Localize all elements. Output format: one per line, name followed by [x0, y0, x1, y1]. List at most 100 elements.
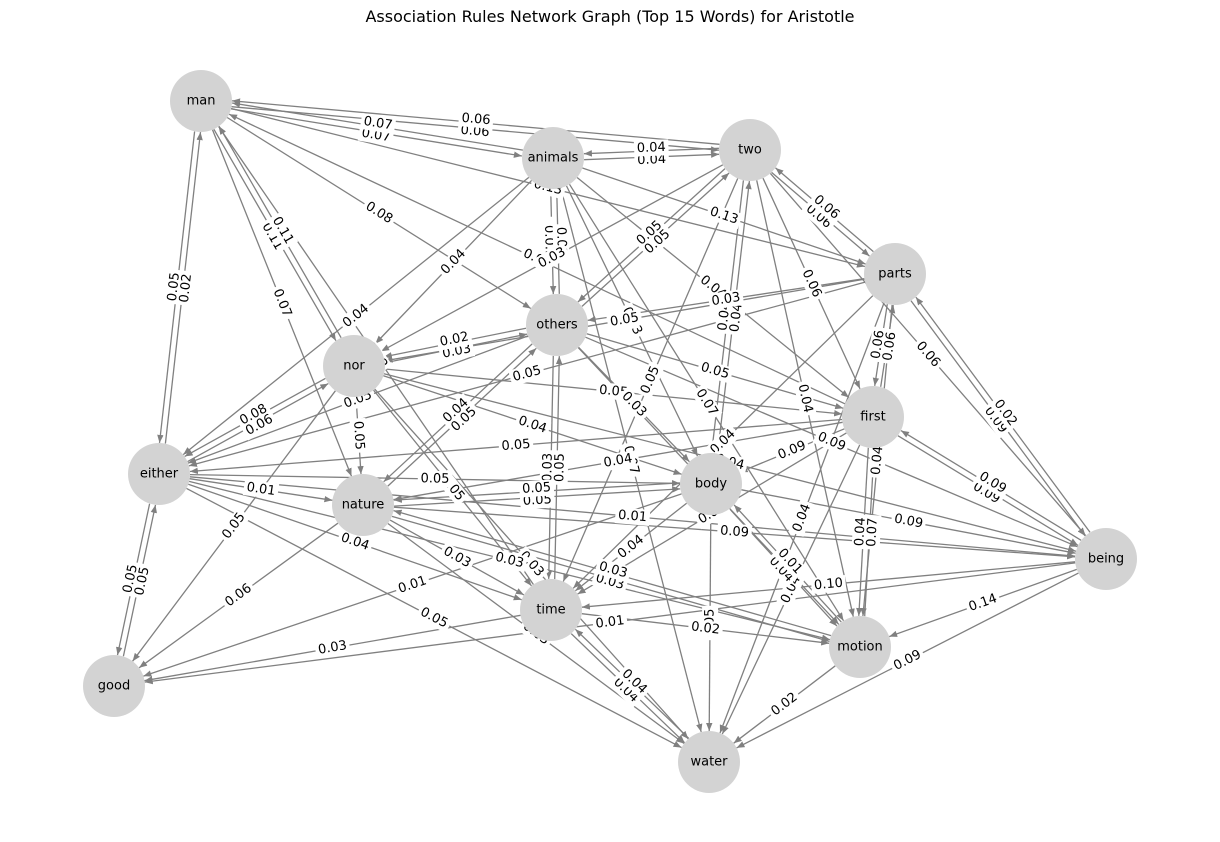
edge-label-background	[415, 602, 453, 634]
edge-label-background	[867, 442, 888, 479]
edge-label-background	[888, 645, 927, 676]
chart-title: Association Rules Network Graph (Top 15 …	[365, 7, 855, 26]
edge-label-background	[591, 612, 629, 633]
edge-label-time-good: 0.03	[314, 637, 351, 659]
node-circle	[520, 579, 582, 641]
edge-label-text: 0.05	[552, 453, 568, 482]
edge-label-background	[606, 309, 643, 331]
edge-label-parts-motion: 0.04	[867, 442, 888, 479]
node-body: body	[680, 453, 742, 515]
edge-label-text: 0.01	[246, 480, 277, 499]
edge-label-text: 0.03	[711, 290, 742, 309]
node-circle	[842, 386, 904, 448]
node-label: two	[738, 143, 762, 158]
node-circle	[719, 119, 781, 181]
node-circle	[323, 335, 385, 397]
edge-label-text: 0.05	[418, 605, 451, 632]
edge-label-text: 0.06	[880, 331, 899, 362]
node-good: good	[83, 655, 145, 717]
edge-label-background	[360, 197, 398, 229]
node-circle	[128, 443, 190, 505]
node-label: man	[187, 94, 216, 109]
edge-label-background	[242, 479, 280, 500]
node-circle	[526, 294, 588, 356]
edge-label-good-either: 0.05	[130, 562, 154, 600]
node-time: time	[520, 579, 582, 641]
edge-label-background	[514, 545, 549, 583]
node-first: first	[842, 386, 904, 448]
edge-label-nor-body: 0.04	[513, 412, 552, 438]
edge-label-body-two: 0.04	[726, 299, 747, 336]
edge-label-background	[776, 570, 806, 609]
edge-label-background	[967, 477, 1006, 509]
edge-label-text: 0.03	[317, 638, 348, 658]
edge-label-text: 0.05	[609, 310, 640, 330]
edge-label-background	[359, 112, 397, 135]
edge-label-background	[417, 470, 453, 488]
edge-label-being-water: 0.09	[888, 645, 927, 676]
edge-label-background	[594, 557, 632, 583]
edge-label-text: 0.03	[494, 550, 526, 572]
node-label: nor	[343, 359, 365, 374]
edge-label-background	[393, 571, 432, 599]
edge-label-text: 0.04	[637, 140, 667, 156]
edge-label-text: 0.02	[439, 329, 470, 349]
edge-label-either-being: 0.01	[614, 507, 651, 526]
edge-label-background	[607, 672, 644, 708]
edge-label-background	[707, 289, 745, 310]
edge-label-background	[705, 202, 743, 230]
edge-label-background	[696, 358, 734, 384]
node-others: others	[526, 294, 588, 356]
node-water: water	[678, 731, 740, 793]
node-label: body	[695, 477, 727, 492]
edge-label-background	[446, 401, 483, 437]
edge-label-parts-either: 0.05	[508, 361, 546, 387]
edge-label-background	[612, 530, 650, 564]
node-label: being	[1088, 552, 1124, 567]
edge-label-man-others: 0.08	[360, 197, 398, 229]
edge-label-text: 0.09	[893, 511, 924, 531]
edge-label-text: 0.02	[177, 273, 195, 303]
nodes-layer: mananimalstwopartsothersnorfirsteitherna…	[83, 70, 1137, 793]
edge-label-either-motion: 0.03	[490, 548, 529, 573]
node-circle	[829, 616, 891, 678]
edge-label-background	[988, 394, 1022, 432]
edge-label-background	[636, 361, 665, 399]
edge-label-text: 0.06	[461, 111, 491, 129]
node-circle	[332, 474, 394, 536]
edge-label-others-first: 0.05	[696, 358, 734, 384]
edge-label-background	[716, 522, 753, 542]
edge-label-background	[176, 270, 196, 307]
edge-label-parts-nor: 0.05	[606, 309, 643, 331]
edge-label-background	[217, 507, 251, 545]
edge-label-first-body: 0.09	[773, 436, 811, 465]
node-label: time	[536, 603, 565, 618]
edge-label-animals-parts: 0.13	[705, 202, 743, 230]
edge-label-nature-being: 0.09	[716, 522, 753, 542]
edge-label-background	[616, 664, 653, 700]
edge-label-text: 0.05	[522, 480, 552, 497]
edge-label-nor-good: 0.05	[217, 507, 251, 545]
node-label: first	[860, 410, 885, 425]
edge-label-background	[810, 574, 847, 595]
node-circle	[83, 655, 145, 717]
edge-label-background	[773, 436, 811, 465]
edge-label-text: 0.04	[727, 302, 745, 333]
node-label: either	[140, 467, 179, 482]
edge-label-background	[793, 379, 817, 418]
node-circle	[864, 243, 926, 305]
edge-label-background	[763, 551, 799, 588]
edge-label-background	[631, 215, 668, 251]
edge-label-time-motion: 0.02	[687, 618, 724, 639]
edge-label-text: 0.07	[864, 517, 881, 547]
edge-label-being-good: 0.01	[591, 612, 629, 633]
node-circle	[170, 70, 232, 132]
node-nor: nor	[323, 335, 385, 397]
edge-label-background	[797, 264, 826, 303]
edge-label-background	[599, 450, 637, 472]
edge-label-background	[979, 401, 1013, 439]
edge-label-two-man: 0.06	[458, 110, 494, 129]
edge-label-background	[234, 399, 273, 431]
edge-label-text: 0.05	[501, 437, 531, 454]
